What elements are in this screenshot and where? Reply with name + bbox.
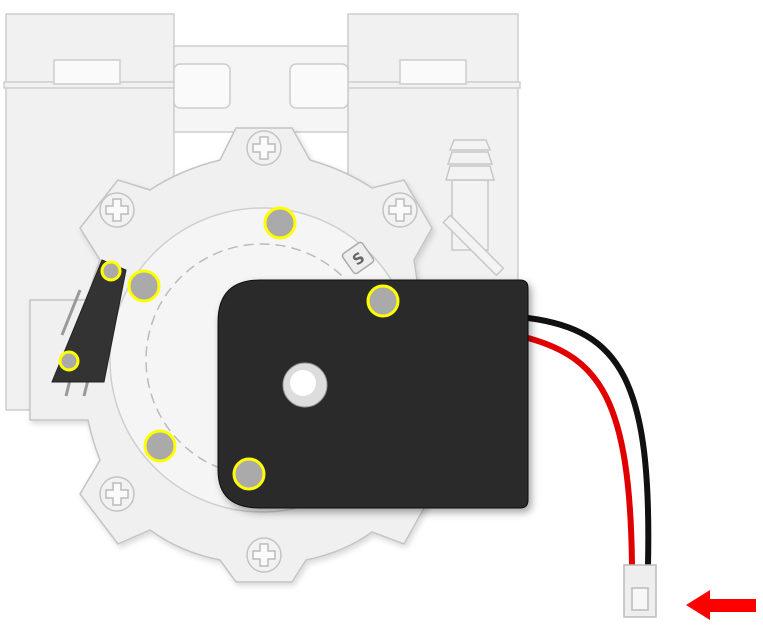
screw-highlight — [263, 206, 297, 240]
screw-icon — [99, 192, 135, 228]
screw-highlight — [127, 269, 161, 303]
screw-icon — [246, 130, 282, 166]
screw-highlight — [100, 260, 122, 282]
motor-body — [217, 279, 529, 509]
screw-highlight — [232, 457, 266, 491]
hose-barb — [442, 139, 505, 277]
screw-highlight — [143, 429, 177, 463]
screw-icon — [382, 192, 418, 228]
wire-connector — [623, 564, 657, 618]
screw-highlight — [366, 284, 400, 318]
arrow-left-icon — [686, 590, 756, 620]
screw-highlight — [58, 350, 80, 372]
motor-wires — [525, 315, 652, 568]
middle-plate — [173, 45, 349, 133]
s-tag: S — [341, 241, 375, 275]
screw-icon — [246, 537, 282, 573]
screw-icon — [99, 476, 135, 512]
motor-shaft-hole — [282, 362, 328, 408]
highlighted-screws — [58, 206, 400, 491]
